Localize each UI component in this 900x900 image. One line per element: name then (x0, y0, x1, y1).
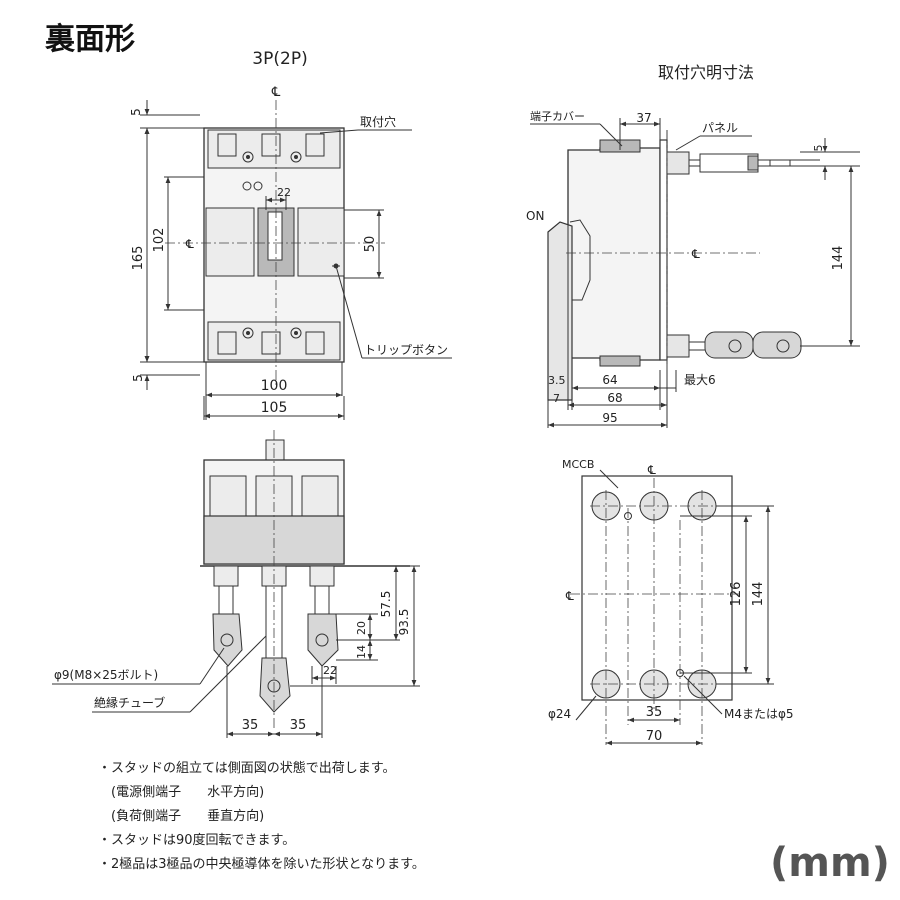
dim-top-5: 5 (129, 108, 143, 116)
dim-3-5: 3.5 (548, 374, 566, 387)
top-screws (217, 133, 325, 191)
notes: ・スタッドの組立ては側面図の状態で出荷します。 (電源側端子 水平方向) (負荷… (98, 757, 425, 877)
dim-70-plan: 70 (646, 729, 663, 744)
front-cl-mark: ℄ (185, 237, 194, 251)
label-tube: 絶縁チューブ (94, 695, 165, 710)
upper-stud (666, 151, 820, 175)
unit-label: (mm) (770, 840, 890, 886)
note-4: ・スタッドは90度回転できます。 (98, 833, 296, 848)
label-mount-hole: 取付穴 (360, 114, 396, 129)
dim-57-5: 57.5 (379, 591, 393, 618)
breaker-side-body (567, 147, 661, 361)
label-max6: 最大6 (684, 373, 716, 387)
front-center-mark: ℄ (271, 85, 281, 100)
dim-37: 37 (636, 111, 651, 125)
front-view-title: 3P(2P) (252, 49, 307, 69)
dim-100: 100 (261, 378, 288, 394)
note-3: (負荷側端子 垂直方向) (98, 809, 265, 824)
label-on: ON (526, 209, 544, 223)
label-phi24: φ24 (548, 707, 571, 721)
lower-stud (666, 331, 802, 359)
dim-bottom-5: 5 (131, 374, 145, 382)
top-terminal-block (207, 129, 341, 169)
dim-95: 95 (602, 411, 617, 425)
dim-35-plan: 35 (646, 705, 663, 720)
bottom-screws (217, 327, 325, 355)
cutout-title: 取付穴明寸法 (658, 63, 754, 82)
dim-102: 102 (152, 228, 167, 253)
dim-14: 14 (355, 645, 368, 659)
note-1: ・スタッドの組立ては側面図の状態で出荷します。 (98, 761, 396, 776)
label-trip-button: トリップボタン (364, 343, 448, 357)
pole-window-left (205, 207, 255, 277)
dim-144-side: 144 (831, 246, 846, 271)
dim-93-5: 93.5 (397, 609, 411, 636)
dim-105: 105 (261, 400, 288, 416)
note-2: (電源側端子 水平方向) (98, 785, 265, 800)
dim-35-left: 35 (242, 718, 259, 733)
left-stud (212, 565, 243, 667)
dim-22: 22 (277, 186, 291, 199)
label-panel: パネル (702, 121, 738, 135)
plan-cl-left: ℄ (565, 589, 574, 603)
dim-7: 7 (553, 392, 560, 405)
page-title: 裏面形 (45, 22, 135, 57)
panel (659, 139, 668, 361)
dim-5: 5 (812, 145, 825, 152)
cutout-cl-mark: ℄ (691, 247, 700, 261)
handle (267, 211, 283, 261)
center-stud (259, 565, 291, 713)
dim-35-right: 35 (290, 718, 307, 733)
drill-plan-view: ℄ ℄ MCCB 126 144 35 70 φ24 M4またはφ5 (548, 458, 794, 746)
dim-50: 50 (363, 236, 378, 253)
bottom-cover (599, 355, 641, 367)
plan-cl-top: ℄ (647, 463, 656, 477)
dim-165: 165 (131, 246, 146, 271)
stud-side-view: 57.5 93.5 20 14 22 35 35 φ9(M8×25ボルト) 絶縁… (52, 430, 420, 738)
label-bolt: φ9(M8×25ボルト) (54, 668, 158, 682)
label-m4: M4またはφ5 (724, 707, 794, 721)
dim-126: 126 (729, 582, 744, 607)
label-mccb: MCCB (562, 458, 594, 471)
front-view: 3P(2P) ℄ (129, 49, 452, 420)
note-5: ・2極品は3極品の中央極導体を除いた形状となります。 (98, 857, 425, 872)
dim-20: 20 (355, 621, 368, 635)
dim-68: 68 (607, 391, 622, 405)
label-terminal-cover: 端子カバー (530, 110, 585, 123)
dim-22-stud: 22 (323, 664, 337, 677)
dim-64: 64 (602, 373, 617, 387)
dim-144-plan: 144 (751, 582, 766, 607)
pole-window-right (297, 207, 345, 277)
panel-cutout-view: 取付穴明寸法 (526, 63, 860, 428)
right-stud (307, 565, 339, 667)
